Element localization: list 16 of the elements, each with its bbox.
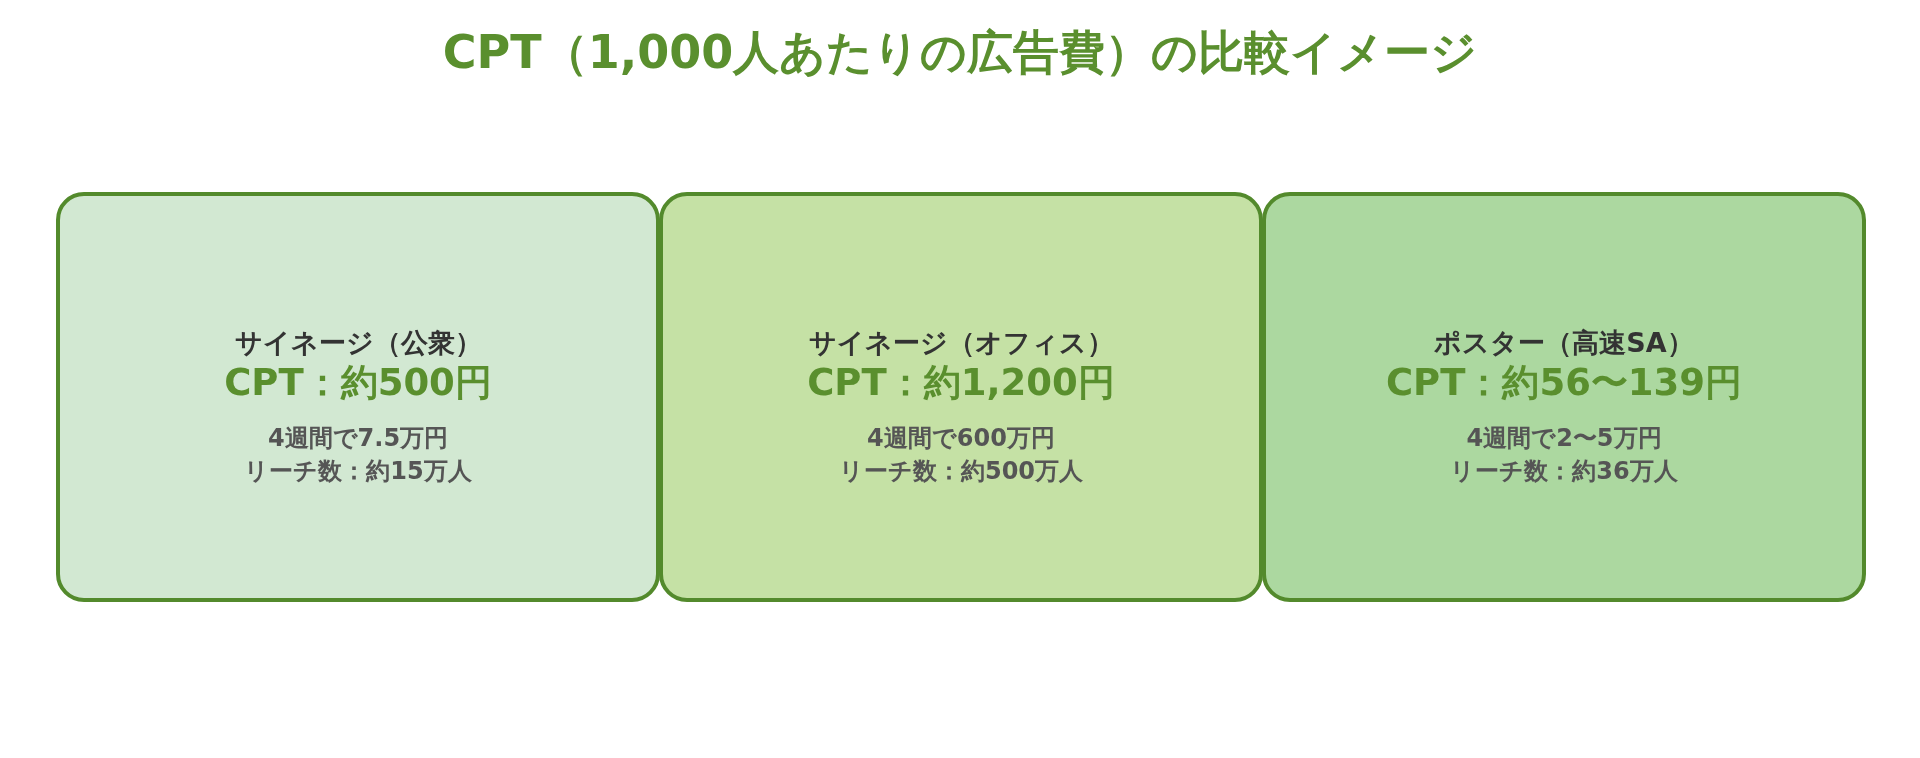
category-heading: ポスター（高速SA） bbox=[1434, 326, 1694, 360]
cpt-value: CPT：約1,200円 bbox=[807, 359, 1115, 406]
category-card bbox=[659, 192, 1263, 602]
detail-text: 4週間で600万円 bbox=[867, 423, 1055, 454]
category-card bbox=[1262, 192, 1866, 602]
cpt-value: CPT：約56〜139円 bbox=[1385, 359, 1743, 406]
detail-text: リーチ数：約15万人 bbox=[244, 456, 472, 487]
cpt-value: CPT：約500円 bbox=[224, 359, 492, 406]
detail-text: リーチ数：約500万人 bbox=[838, 456, 1084, 487]
diagram-title: CPT（1,000人あたりの広告費）の比較イメージ bbox=[442, 24, 1478, 81]
category-card bbox=[56, 192, 660, 602]
detail-text: リーチ数：約36万人 bbox=[1450, 456, 1678, 487]
category-heading: サイネージ（公衆） bbox=[234, 326, 482, 360]
detail-text: 4週間で7.5万円 bbox=[267, 423, 449, 454]
detail-text: 4週間で2〜5万円 bbox=[1466, 423, 1662, 454]
category-heading: サイネージ（オフィス） bbox=[808, 326, 1114, 360]
